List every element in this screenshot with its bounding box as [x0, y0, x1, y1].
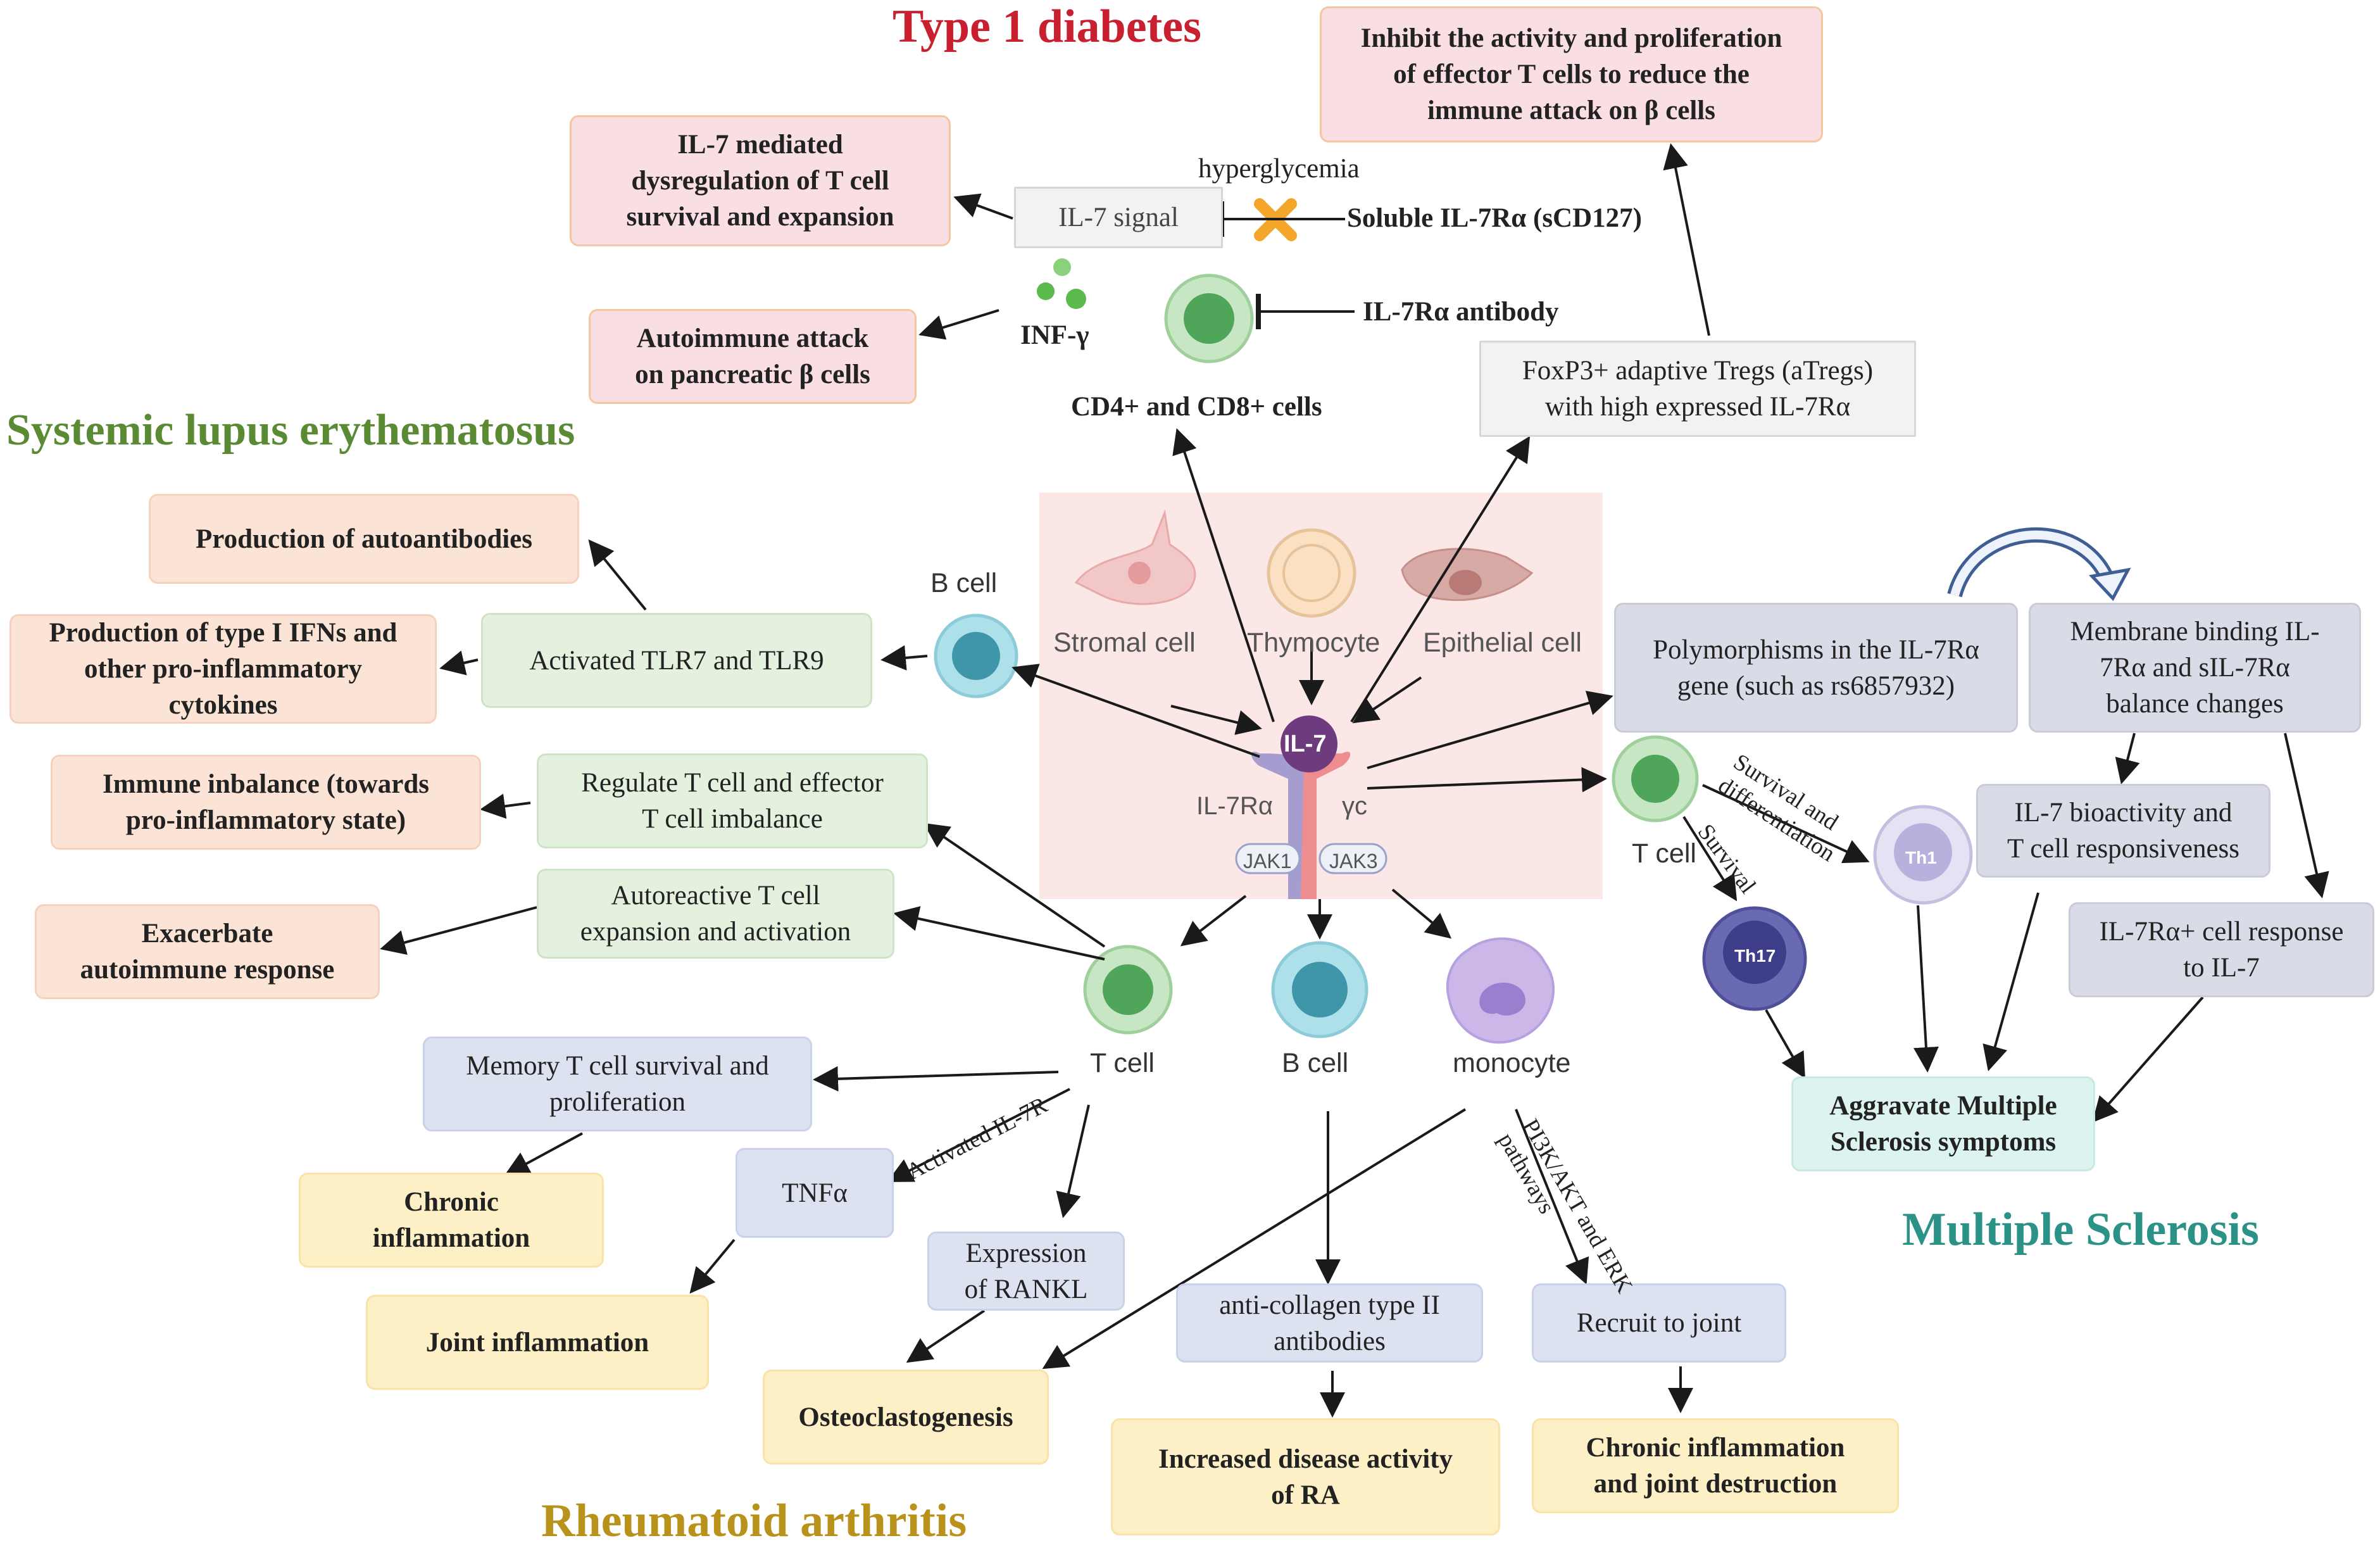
box-joint: Joint inflammation — [366, 1295, 709, 1390]
jak3-pill — [1318, 843, 1387, 874]
label-jak3: JAK3 — [1329, 850, 1378, 873]
box-recruit: Recruit to joint — [1532, 1283, 1786, 1363]
b-cell-top-icon — [934, 614, 1018, 698]
label-cd4-cd8: CD4+ and CD8+ cells — [1071, 392, 1322, 422]
gc-receptor-shape — [1301, 752, 1351, 899]
box-ifns: Production of type I IFNs and other pro-… — [9, 614, 437, 724]
thymocyte-nucleus — [1282, 544, 1341, 602]
box-membrane: Membrane binding IL- 7Rα and sIL-7Rα bal… — [2029, 603, 2361, 733]
title-type1-diabetes: Type 1 diabetes — [892, 1, 1201, 53]
box-atregs: FoxP3+ adaptive Tregs (aTregs) with high… — [1479, 341, 1916, 437]
box-osteo: Osteoclastogenesis — [763, 1370, 1049, 1465]
ms-t-cell-icon — [1612, 735, 1699, 822]
box-polymorphisms: Polymorphisms in the IL-7Rα gene (such a… — [1614, 603, 2018, 733]
title-multiple-sclerosis: Multiple Sclerosis — [1902, 1204, 2259, 1256]
box-autoimmune-attack: Autoimmune attack on pancreatic β cells — [589, 309, 917, 404]
label-monocyte: monocyte — [1453, 1048, 1571, 1078]
title-sle: Systemic lupus erythematosus — [6, 406, 575, 455]
b-cell-bottom-icon — [1271, 941, 1368, 1038]
stromal-cell-icon — [1074, 509, 1196, 605]
box-tnfa: TNFα — [736, 1148, 894, 1238]
monocyte-icon — [1446, 937, 1555, 1044]
stromal-cell-nucleus — [1128, 562, 1151, 584]
box-increased: Increased disease activity of RA — [1111, 1418, 1500, 1535]
box-rankl: Expression of RANKL — [927, 1232, 1125, 1311]
t-cell-bottom-icon — [1083, 945, 1173, 1035]
box-exacerbate: Exacerbate autoimmune response — [35, 904, 380, 999]
ms-curved-arrow — [1947, 527, 2119, 598]
label-infg: INF-γ — [1020, 320, 1089, 350]
th1-cell-icon — [1873, 805, 1973, 905]
th17-cell-icon — [1702, 906, 1807, 1011]
label-t-cell: T cell — [1090, 1048, 1155, 1078]
box-autoreactive: Autoreactive T cell expansion and activa… — [537, 869, 894, 959]
box-tlr: Activated TLR7 and TLR9 — [481, 613, 872, 708]
label-il7ra-antibody: IL-7Rα antibody — [1363, 297, 1559, 327]
label-ms-t-cell: T cell — [1632, 838, 1696, 869]
label-th17: Th17 — [1734, 946, 1776, 966]
arrows — [380, 143, 2329, 1418]
label-b-cell: B cell — [1282, 1048, 1349, 1078]
il7-ligand-icon — [1281, 715, 1337, 772]
box-response: IL-7Rα+ cell response to IL-7 — [2069, 902, 2374, 997]
label-th1: Th1 — [1905, 848, 1937, 867]
box-imbalance: Immune inbalance (towards pro-inflammato… — [51, 755, 481, 850]
epithelial-cell-nucleus — [1449, 570, 1482, 595]
box-memory: Memory T cell survival and proliferation — [423, 1036, 812, 1131]
label-gc: γc — [1342, 792, 1367, 820]
thymocyte-icon — [1267, 528, 1356, 618]
box-aggravate: Aggravate Multiple Sclerosis symptoms — [1791, 1076, 2095, 1171]
infg-molecules-icon — [1037, 258, 1086, 309]
label-il7: IL-7 — [1284, 731, 1327, 757]
box-inhibit-effector: Inhibit the activity and proliferation o… — [1320, 6, 1823, 142]
box-il7-dysregulation: IL-7 mediated dysregulation of T cell su… — [570, 115, 951, 246]
box-chronic-joint: Chronic inflammation and joint destructi… — [1532, 1418, 1899, 1513]
box-chronic: Chronic inflammation — [299, 1173, 604, 1268]
box-regulate: Regulate T cell and effector T cell imba… — [537, 753, 928, 848]
label-b-cell-top: B cell — [930, 568, 998, 598]
label-epithelial-cell: Epithelial cell — [1423, 627, 1582, 658]
jak1-pill — [1235, 843, 1301, 874]
label-jak1: JAK1 — [1243, 850, 1292, 873]
title-rheumatoid-arthritis: Rheumatoid arthritis — [541, 1495, 967, 1547]
box-anticollagen: anti-collagen type II antibodies — [1176, 1283, 1483, 1363]
label-il7ra: IL-7Rα — [1196, 792, 1273, 820]
box-autoantibodies: Production of autoantibodies — [149, 494, 579, 584]
label-thymocyte: Thymocyte — [1247, 627, 1381, 658]
box-bioactivity: IL-7 bioactivity and T cell responsivene… — [1976, 784, 2270, 878]
box-il7-signal: IL-7 signal — [1014, 187, 1223, 248]
label-soluble-il7ra: Soluble IL-7Rα (sCD127) — [1347, 203, 1642, 233]
label-stromal-cell: Stromal cell — [1053, 627, 1196, 658]
cd4-cd8-cell-icon — [1164, 274, 1254, 363]
label-hyperglycemia: hyperglycemia — [1198, 154, 1360, 184]
